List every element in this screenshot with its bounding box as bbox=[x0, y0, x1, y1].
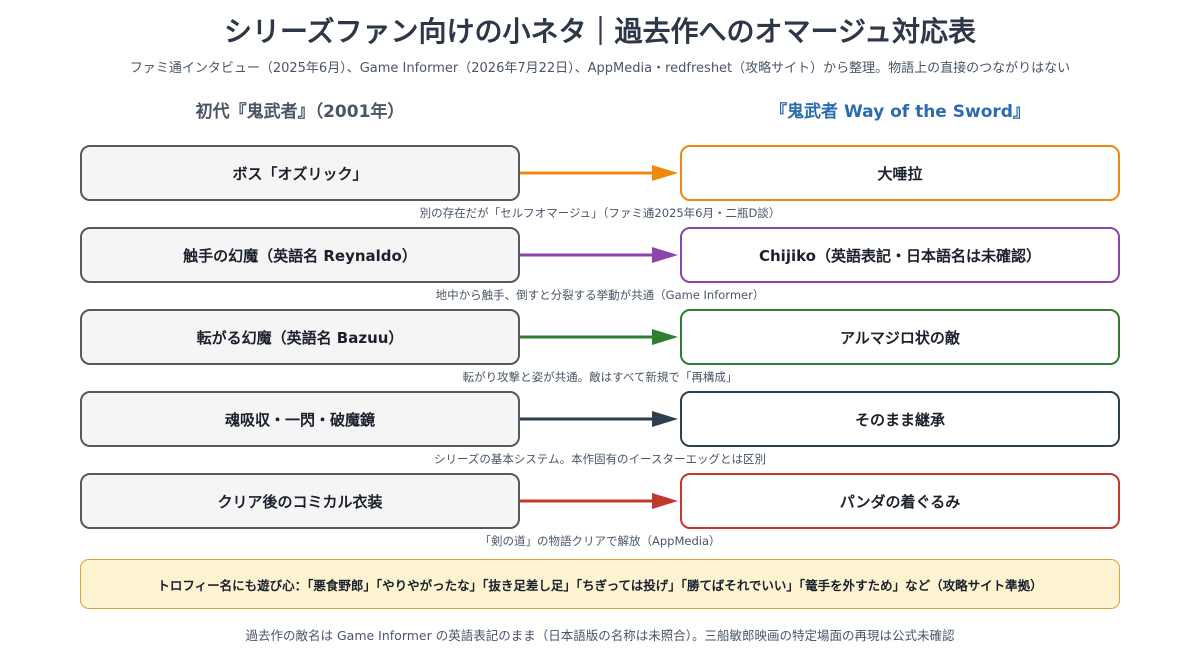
row-note: 転がり攻撃と姿が共通。敵はすべて新規で「再構成」 bbox=[462, 370, 738, 384]
homage-item-box: Chijiko（英語表記・日本語名は未確認） bbox=[680, 227, 1120, 283]
row-note: 「剣の道」の物語クリアで解放（AppMedia） bbox=[479, 534, 721, 548]
original-item-box: ボス「オズリック」 bbox=[80, 145, 520, 201]
original-item-box: 転がる幻魔（英語名 Bazuu） bbox=[80, 309, 520, 365]
homage-item-box: アルマジロ状の敵 bbox=[680, 309, 1120, 365]
homage-item-box: そのまま継承 bbox=[680, 391, 1120, 447]
homage-item-box: 大唾拉 bbox=[680, 145, 1120, 201]
original-item-box: 魂吸収・一閃・破魔鏡 bbox=[80, 391, 520, 447]
page-subtitle: ファミ通インタビュー（2025年6月）、Game Informer（2026年7… bbox=[129, 61, 1071, 76]
mapping-arrow bbox=[520, 411, 678, 427]
mapping-arrow bbox=[520, 247, 678, 263]
mapping-arrow bbox=[520, 493, 678, 509]
mapping-arrow bbox=[520, 165, 678, 181]
row-note: シリーズの基本システム。本作固有のイースターエッグとは区別 bbox=[433, 452, 766, 466]
mapping-arrow bbox=[520, 329, 678, 345]
trophy-callout: トロフィー名にも遊び心：「悪食野郎」「やりやがったな」「抜き足差し足」「ちぎって… bbox=[80, 559, 1120, 609]
row-note: 別の存在だが「セルフオマージュ」（ファミ通2025年6月・二瓶D談） bbox=[419, 206, 781, 220]
footer-note: 過去作の敵名は Game Informer の英語表記のまま（日本語版の名称は未… bbox=[245, 628, 955, 643]
original-item-box: クリア後のコミカル衣装 bbox=[80, 473, 520, 529]
original-item-box: 触手の幻魔（英語名 Reynaldo） bbox=[80, 227, 520, 283]
column-header-original: 初代『鬼武者』（2001年） bbox=[195, 102, 405, 122]
column-header-new: 『鬼武者 Way of the Sword』 bbox=[770, 102, 1030, 122]
page-title: シリーズファン向けの小ネタ｜過去作へのオマージュ対応表 bbox=[223, 15, 977, 48]
homage-item-box: パンダの着ぐるみ bbox=[680, 473, 1120, 529]
row-note: 地中から触手、倒すと分裂する挙動が共通（Game Informer） bbox=[435, 288, 765, 302]
